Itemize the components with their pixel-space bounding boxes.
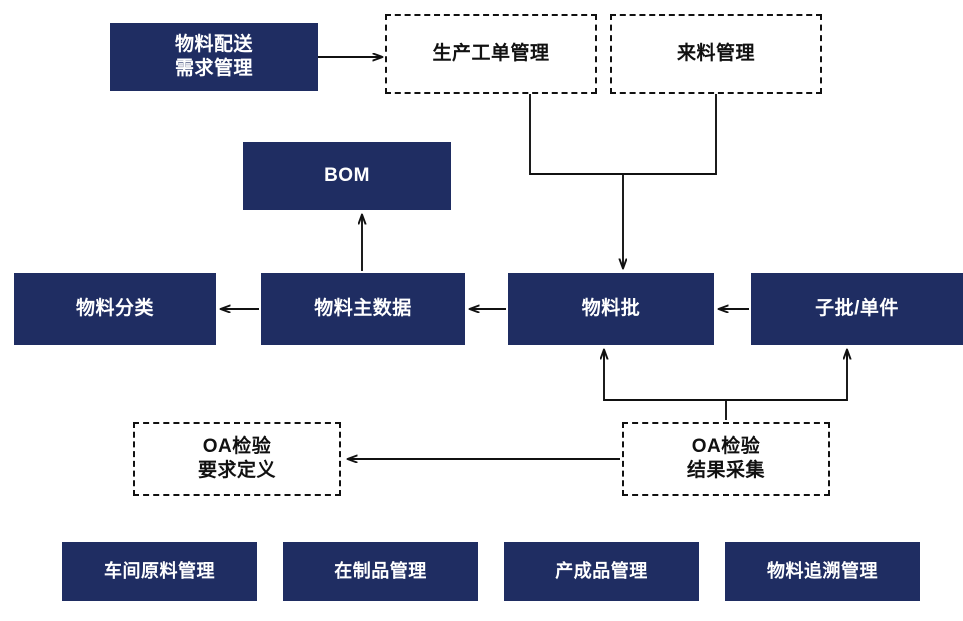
node-label: OA检验 结果采集 bbox=[686, 435, 765, 481]
node-label: 来料管理 bbox=[676, 42, 755, 64]
edge-merge-trunk bbox=[529, 94, 717, 175]
node-workshop-raw-material[interactable]: 车间原料管理 bbox=[62, 542, 257, 601]
node-label: 子批/单件 bbox=[815, 297, 899, 319]
node-label: 物料批 bbox=[581, 297, 641, 319]
node-work-in-process[interactable]: 在制品管理 bbox=[283, 542, 478, 601]
node-label: 车间原料管理 bbox=[104, 560, 215, 581]
node-material-delivery-demand[interactable]: 物料配送 需求管理 bbox=[110, 23, 318, 91]
node-label: BOM bbox=[324, 164, 370, 186]
node-label: 产成品管理 bbox=[555, 560, 648, 581]
node-bom[interactable]: BOM bbox=[243, 142, 451, 210]
node-incoming-material[interactable]: 来料管理 bbox=[610, 14, 822, 94]
node-oa-inspection-requirement[interactable]: OA检验 要求定义 bbox=[133, 422, 341, 496]
node-label: 生产工单管理 bbox=[432, 42, 550, 64]
edge-result-split-trunk bbox=[603, 352, 727, 420]
node-label: 物料主数据 bbox=[314, 297, 412, 319]
node-material-category[interactable]: 物料分类 bbox=[14, 273, 216, 345]
node-label: 物料配送 需求管理 bbox=[174, 33, 253, 79]
node-material-master-data[interactable]: 物料主数据 bbox=[261, 273, 465, 345]
node-label: 物料追溯管理 bbox=[767, 560, 878, 581]
edge-result-split-right-base bbox=[726, 352, 848, 401]
node-oa-inspection-result[interactable]: OA检验 结果采集 bbox=[622, 422, 830, 496]
node-finished-product[interactable]: 产成品管理 bbox=[504, 542, 699, 601]
node-material-traceability[interactable]: 物料追溯管理 bbox=[725, 542, 920, 601]
node-label: 在制品管理 bbox=[334, 560, 427, 581]
node-label: OA检验 要求定义 bbox=[197, 435, 276, 481]
node-sub-batch-single-piece[interactable]: 子批/单件 bbox=[751, 273, 963, 345]
node-label: 物料分类 bbox=[75, 297, 154, 319]
node-production-work-order[interactable]: 生产工单管理 bbox=[385, 14, 597, 94]
node-material-batch[interactable]: 物料批 bbox=[508, 273, 714, 345]
